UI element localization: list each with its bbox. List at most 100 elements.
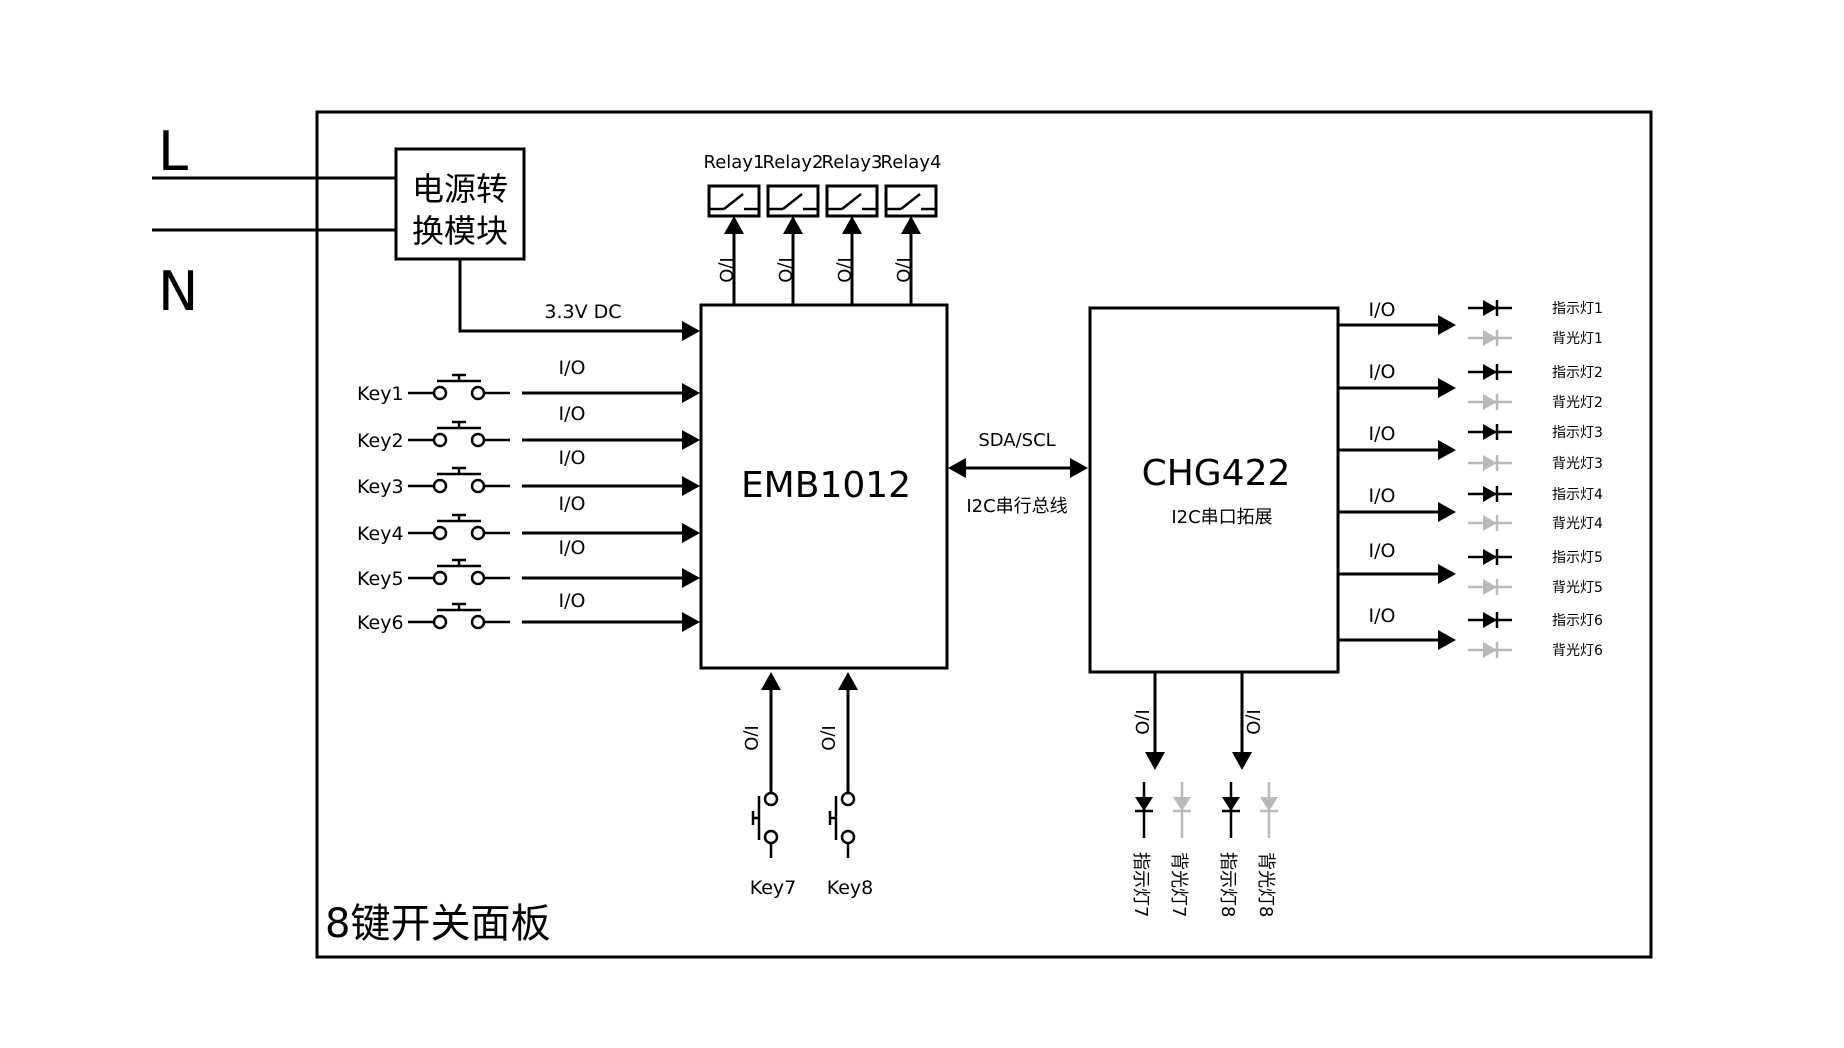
bottom-key-io-label: I/O [740,725,761,751]
led-triangle-backlight [1483,330,1497,346]
key-io-arrowhead [682,568,700,588]
key-contact-left [432,432,448,448]
expander-io-label: I/O [1369,540,1396,562]
led-triangle-indicator [1483,424,1497,440]
led-triangle-backlight [1483,394,1497,410]
expander-down-io-label: I/O [1242,709,1263,735]
key-io-label: I/O [559,447,586,469]
relay-arrowhead [901,216,921,234]
key-contact-left [432,385,448,401]
mcu-box [699,303,949,670]
i2c-bus-arrowhead-right [1070,458,1088,478]
relay-io-label: I/O [892,257,913,283]
bus-label-bottom: I2C串行总线 [966,496,1067,517]
expander-io-label: I/O [1369,423,1396,445]
panel-title: 8键开关面板 [325,901,550,947]
key-label: Key2 [357,430,404,452]
led-triangle-indicator [1483,549,1497,565]
expander-box [1088,306,1340,674]
bottom-key-io-label: I/O [817,725,838,751]
panel-outline [315,110,1653,959]
key-io-arrowhead [682,476,700,496]
relay-io-label: I/O [774,257,795,283]
led-triangle-indicator [1483,612,1497,628]
key-io-label: I/O [559,590,586,612]
relay-switch-blade [782,193,803,210]
led-triangle-backlight [1483,579,1497,595]
live-label: L [158,120,188,183]
expander-io-arrowhead [1438,315,1456,335]
key-contact-right [470,525,486,541]
backlight-led-label: 背光灯6 [1552,643,1603,659]
power-output-label: 3.3V DC [544,301,621,323]
relay-label: Relay2 [763,152,824,173]
power-module-label-line2: 换模块 [412,212,508,250]
expander-io-label: I/O [1369,485,1396,507]
key-contact-right [470,385,486,401]
key-io-label: I/O [559,537,586,559]
backlight-led-label: 背光灯5 [1552,580,1603,596]
relay-switch-blade [841,193,862,210]
bottom-key-contact-bottom [763,829,779,845]
key-contact-left [432,525,448,541]
relay-io-label: I/O [715,257,736,283]
led-triangle-indicator [1135,797,1153,811]
indicator-led-label: 指示灯7 [1130,852,1151,917]
key-io-label: I/O [559,403,586,425]
mcu-label: EMB1012 [741,465,911,506]
relay-switch-blade [900,193,921,210]
led-triangle-backlight [1260,797,1278,811]
indicator-led-label: 指示灯8 [1217,852,1238,917]
expander-down-arrowhead [1232,752,1252,770]
backlight-led-label: 背光灯8 [1255,852,1276,917]
expander-io-arrowhead [1438,564,1456,584]
power-module-box [394,147,526,261]
key-label: Key6 [357,612,404,634]
bottom-key-contact-top [840,791,856,807]
led-triangle-backlight [1483,642,1497,658]
expander-io-label: I/O [1369,605,1396,627]
key-contact-right [470,614,486,630]
indicator-led-label: 指示灯1 [1552,301,1603,317]
key-label: Key3 [357,476,404,498]
led-triangle-backlight [1483,455,1497,471]
backlight-led-label: 背光灯3 [1552,456,1603,472]
relay-label: Relay3 [822,152,883,173]
key-contact-left [432,478,448,494]
relay-arrowhead [783,216,803,234]
key-io-arrowhead [682,612,700,632]
led-triangle-indicator [1483,486,1497,502]
led-triangle-indicator [1483,300,1497,316]
expander-io-arrowhead [1438,630,1456,650]
key-io-label: I/O [559,357,586,379]
relay-label: Relay4 [881,152,942,173]
led-triangle-indicator [1483,364,1497,380]
indicator-led-label: 指示灯4 [1552,487,1603,503]
expander-io-label: I/O [1369,361,1396,383]
key-contact-left [432,614,448,630]
expander-io-arrowhead [1438,378,1456,398]
key-contact-left [432,570,448,586]
expander-io-arrowhead [1438,502,1456,522]
power-module-label-line1: 电源转 [412,170,508,208]
key-label: Key4 [357,523,404,545]
backlight-led-label: 背光灯1 [1552,331,1603,347]
expander-io-label: I/O [1369,299,1396,321]
i2c-bus-arrowhead-left [948,458,966,478]
bottom-key-contact-top [763,791,779,807]
bottom-key-contact-bottom [840,829,856,845]
bottom-key-arrowhead [838,672,858,690]
key-label: Key5 [357,568,404,590]
power-output-wire [458,259,684,333]
expander-label: CHG422 [1142,453,1291,494]
key-contact-right [470,570,486,586]
relay-arrowhead [724,216,744,234]
key-io-arrowhead [682,523,700,543]
expander-down-io-label: I/O [1131,709,1152,735]
expander-sublabel: I2C串口拓展 [1171,507,1272,528]
key-contact-right [470,432,486,448]
